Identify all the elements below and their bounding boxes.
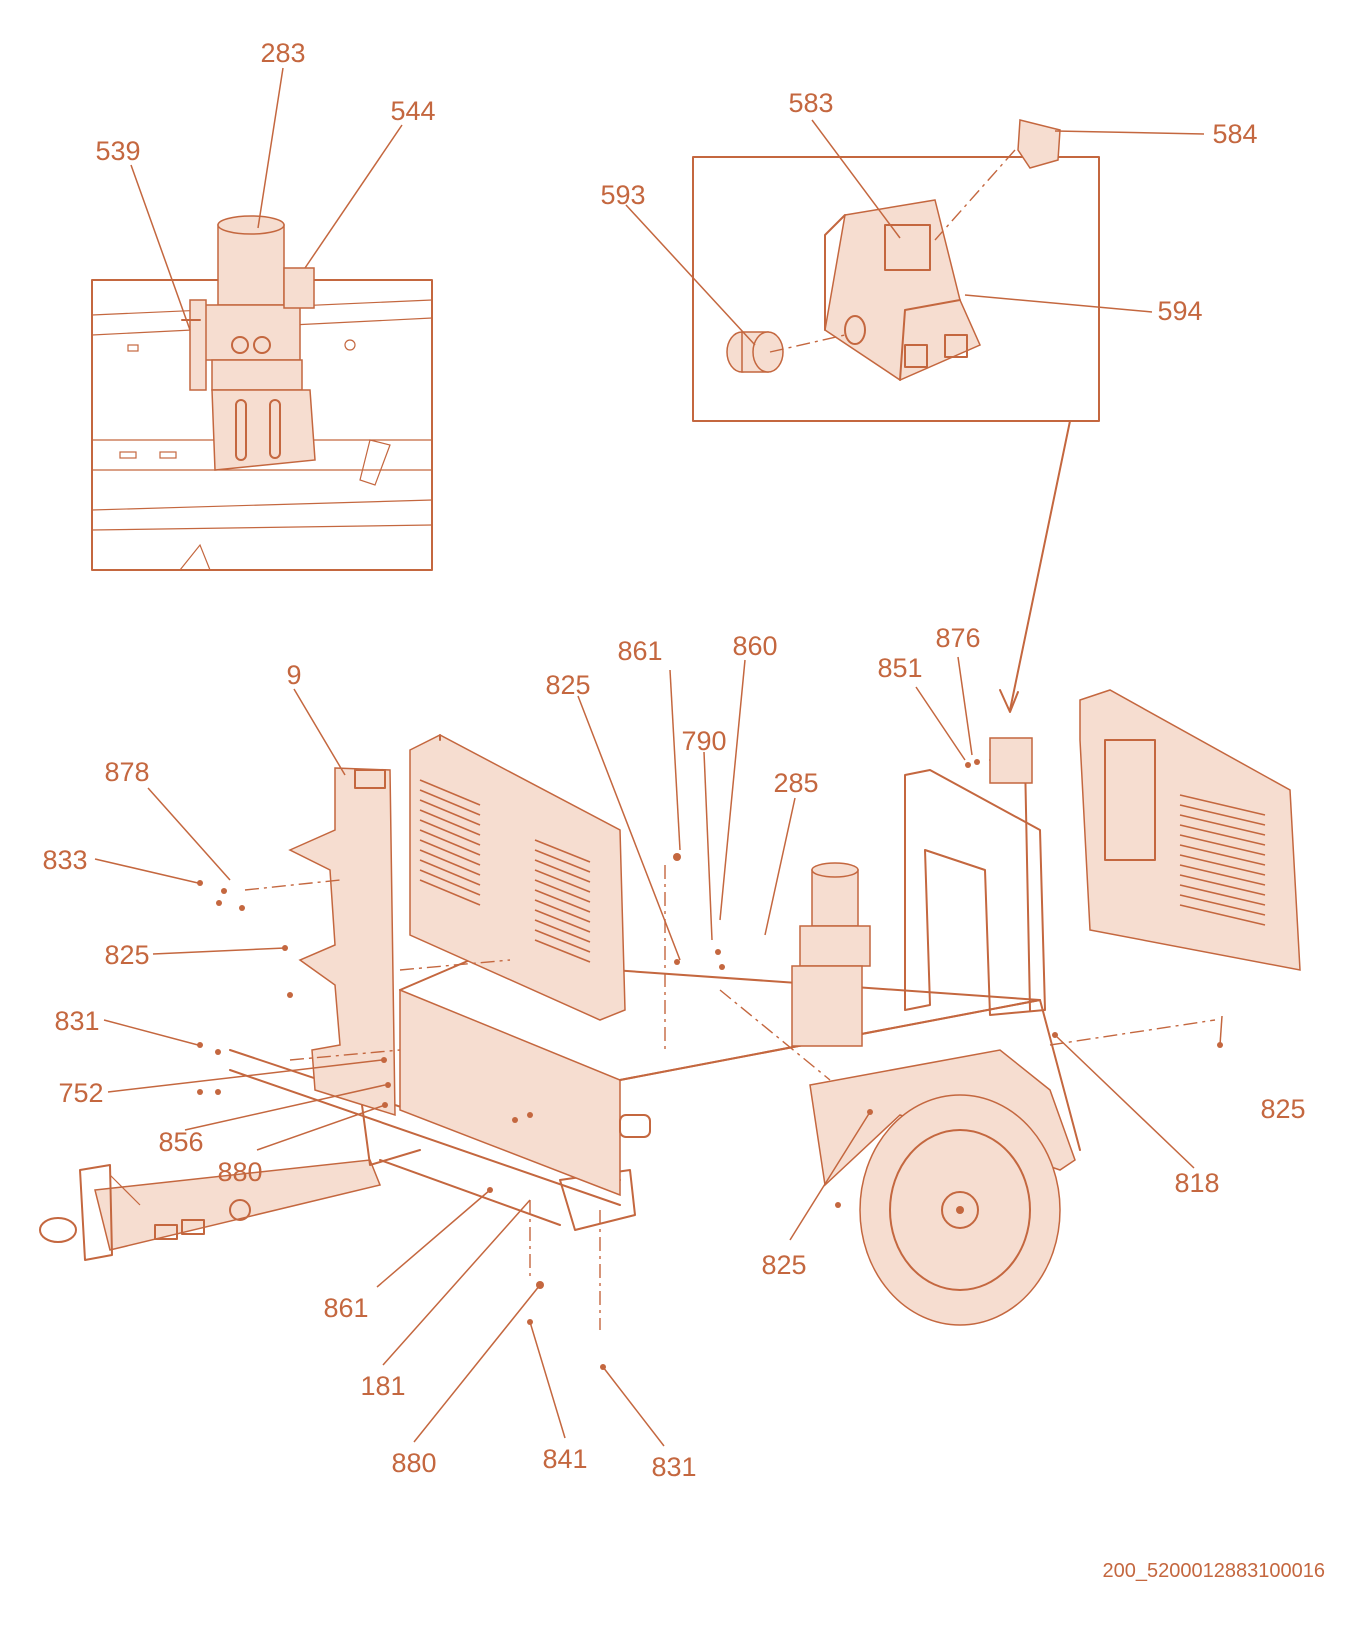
front-grille-panel: [409, 734, 626, 1021]
switch-housing: [824, 199, 981, 381]
callout-876: 876: [935, 623, 980, 653]
hydraulic-pump: [181, 215, 316, 471]
callout-593: 593: [600, 180, 645, 210]
callout-856: 856: [158, 1127, 203, 1157]
callout-181: 181: [360, 1371, 405, 1401]
callout-878: 878: [104, 757, 149, 787]
trailer-assembly: [39, 689, 1301, 1370]
leader-lines: [94, 67, 1223, 1447]
callout-825-center: 825: [545, 670, 590, 700]
callout-818: 818: [1174, 1168, 1219, 1198]
switch-detail-inset: [692, 119, 1100, 713]
callout-825-wheel: 825: [761, 1250, 806, 1280]
pump-detail-inset: [91, 215, 433, 571]
tongue: [39, 1159, 382, 1261]
callout-790: 790: [681, 726, 726, 756]
rear-upright-frame: [904, 737, 1046, 1016]
bracket-9: [288, 767, 396, 1117]
callout-860: 860: [732, 631, 777, 661]
callout-825-left: 825: [104, 940, 149, 970]
callout-880-mid: 880: [217, 1157, 262, 1187]
callout-labels: 283 544 539 583 584 593 594 861 860 876 …: [42, 38, 1305, 1482]
callout-833: 833: [42, 845, 87, 875]
callout-539: 539: [95, 136, 140, 166]
callout-594: 594: [1157, 296, 1202, 326]
callout-831-bottom: 831: [651, 1452, 696, 1482]
pump-on-trailer: [791, 862, 871, 1047]
callout-851: 851: [877, 653, 922, 683]
callout-283: 283: [260, 38, 305, 68]
figure-id: 200_5200012883100016: [1103, 1560, 1325, 1582]
bushing-593: [726, 331, 784, 373]
callout-861-top: 861: [617, 636, 662, 666]
callout-583: 583: [788, 88, 833, 118]
callout-584: 584: [1212, 119, 1257, 149]
callout-831-left: 831: [54, 1006, 99, 1036]
callout-544: 544: [390, 96, 435, 126]
callout-752: 752: [58, 1078, 103, 1108]
callout-285: 285: [773, 768, 818, 798]
callout-880-bottom: 880: [391, 1448, 436, 1478]
wheel: [809, 1049, 1076, 1326]
rear-grille-panel: [1079, 689, 1301, 971]
callout-861-bottom: 861: [323, 1293, 368, 1323]
callout-825-right: 825: [1260, 1094, 1305, 1124]
callout-9: 9: [286, 660, 301, 690]
callout-841: 841: [542, 1444, 587, 1474]
rocker-switch-584: [1017, 119, 1061, 169]
